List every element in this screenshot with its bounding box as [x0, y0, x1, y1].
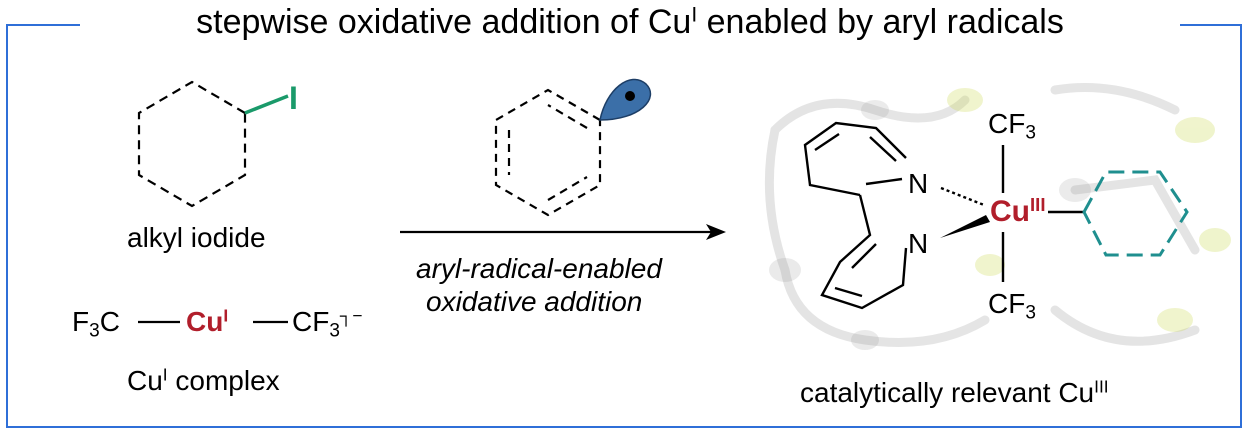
cf3-top: CF3	[988, 108, 1036, 144]
cf3-group: CF3┐−	[292, 305, 363, 342]
copper-iii-center: CuIII	[990, 193, 1046, 228]
figure-title: stepwise oxidative addition of CuI enabl…	[80, 2, 1180, 42]
cf3-bottom: CF3	[988, 288, 1036, 324]
pyridine-top	[803, 121, 907, 197]
radical-orbital-icon	[599, 78, 652, 121]
arrow-label-line1: aryl-radical-enabled	[416, 253, 662, 284]
title-oxidation-state: I	[691, 3, 698, 27]
crystal-structure-background	[764, 83, 1231, 350]
title-text: stepwise oxidative addition of Cu	[196, 3, 692, 41]
nitrogen-bottom: N	[908, 228, 929, 259]
arrow-label-line2: oxidative addition	[426, 286, 643, 317]
alkyl-iodide-label: alkyl iodide	[127, 222, 266, 253]
pyridine-bottom	[820, 194, 908, 310]
aryl-ring	[494, 88, 602, 217]
nitrogen-top: N	[908, 168, 929, 199]
f3c-group: F3C	[72, 306, 120, 342]
iodine-atom: I	[289, 80, 298, 116]
alkyl-ring	[137, 80, 247, 208]
c-i-bond	[244, 94, 289, 115]
copper-i-center: CuI	[186, 305, 229, 337]
cyclohexyl-ring	[1082, 170, 1189, 257]
title-tail: enabled by aryl radicals	[697, 3, 1064, 41]
product-label: catalytically relevant CuIII	[800, 376, 1109, 408]
cu-i-complex-label: CuI complex	[127, 364, 280, 396]
